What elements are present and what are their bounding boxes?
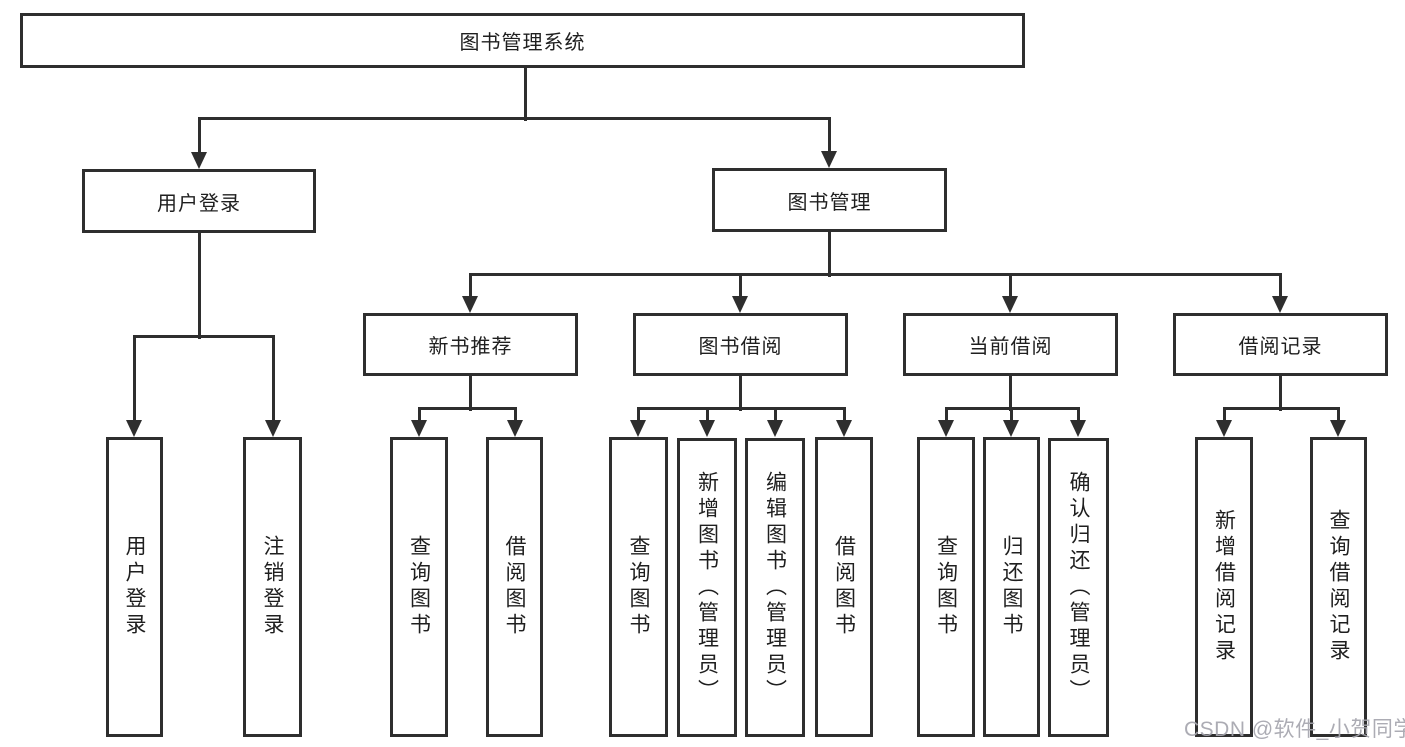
node-book-management: 图书管理 xyxy=(712,168,947,232)
csdn-watermark: CSDN @软件_小贺同学 xyxy=(1184,718,1405,741)
connector-drop xyxy=(1076,408,1080,420)
leaf-label: 借阅图书 xyxy=(832,535,856,639)
connector-drop xyxy=(1278,274,1282,296)
leaf-label: 编辑图书（管理员） xyxy=(763,470,787,705)
connector-drop xyxy=(705,408,709,420)
arrow-down-icon xyxy=(1216,420,1232,437)
connector-drop xyxy=(513,408,517,420)
leaf-confirm-return-admin: 确认归还（管理员） xyxy=(1048,438,1109,737)
arrow-down-icon xyxy=(1002,296,1018,313)
arrow-down-icon xyxy=(126,420,142,437)
leaf-return-books: 归还图书 xyxy=(983,437,1040,737)
connector-bar xyxy=(1222,406,1340,410)
node-label: 图书管理系统 xyxy=(459,32,586,54)
connector-drop xyxy=(1336,408,1340,420)
node-current-borrowing: 当前借阅 xyxy=(903,313,1118,376)
connector-drop xyxy=(1009,408,1013,420)
leaf-label: 新增图书（管理员） xyxy=(695,470,719,705)
connector-drop xyxy=(773,408,777,420)
arrow-down-icon xyxy=(1070,420,1086,437)
leaf-add-borrow-record: 新增借阅记录 xyxy=(1195,437,1253,737)
connector-drop xyxy=(271,336,275,420)
node-book-borrowing: 图书借阅 xyxy=(633,313,848,376)
arrow-down-icon xyxy=(411,420,427,437)
arrow-down-icon xyxy=(732,296,748,313)
leaf-label: 新增借阅记录 xyxy=(1212,509,1236,665)
connector-drop xyxy=(827,118,831,151)
connector-drop xyxy=(197,118,201,152)
arrow-down-icon xyxy=(1330,420,1346,437)
arrow-down-icon xyxy=(630,420,646,437)
leaf-label: 归还图书 xyxy=(1000,535,1023,639)
node-book-management-system: 图书管理系统 xyxy=(20,13,1025,68)
leaf-query-books-current: 查询图书 xyxy=(917,437,975,737)
connector-stem xyxy=(738,376,742,411)
connector-bar xyxy=(417,406,517,410)
connector-stem xyxy=(523,68,527,121)
node-new-book-recommend: 新书推荐 xyxy=(363,313,578,376)
arrow-down-icon xyxy=(699,420,715,437)
leaf-query-borrow-record: 查询借阅记录 xyxy=(1310,437,1367,737)
connector-stem xyxy=(1278,376,1282,411)
arrow-down-icon xyxy=(191,152,207,169)
leaf-label: 注销登录 xyxy=(261,535,284,639)
connector-bar xyxy=(636,406,846,410)
connector-drop xyxy=(132,336,136,420)
node-label: 借阅记录 xyxy=(1238,336,1323,358)
arrow-down-icon xyxy=(767,420,783,437)
leaf-label: 查询图书 xyxy=(934,535,958,639)
leaf-label: 确认归还（管理员） xyxy=(1067,470,1090,705)
connector-stem xyxy=(1008,376,1012,411)
arrow-down-icon xyxy=(265,420,281,437)
arrow-down-icon xyxy=(507,420,523,437)
connector-drop xyxy=(842,408,846,420)
leaf-logout: 注销登录 xyxy=(243,437,302,737)
connector-bar xyxy=(197,116,831,120)
node-label: 图书借阅 xyxy=(698,336,783,358)
leaf-borrow-books-borrowing: 借阅图书 xyxy=(815,437,873,737)
arrow-down-icon xyxy=(938,420,954,437)
node-user-login: 用户登录 xyxy=(82,169,316,233)
connector-drop xyxy=(636,408,640,420)
arrow-down-icon xyxy=(821,151,837,168)
connector-drop xyxy=(738,274,742,296)
arrow-down-icon xyxy=(1003,420,1019,437)
leaf-label: 查询图书 xyxy=(627,535,650,639)
leaf-label: 借阅图书 xyxy=(503,535,526,639)
connector-drop xyxy=(1222,408,1226,420)
leaf-add-books-admin: 新增图书（管理员） xyxy=(677,438,737,737)
leaf-label: 查询图书 xyxy=(407,535,431,639)
leaf-query-books-borrowing: 查询图书 xyxy=(609,437,668,737)
arrow-down-icon xyxy=(462,296,478,313)
leaf-edit-books-admin: 编辑图书（管理员） xyxy=(745,438,805,737)
leaf-label: 用户登录 xyxy=(123,535,146,639)
leaf-borrow-books-recommend: 借阅图书 xyxy=(486,437,543,737)
connector-stem xyxy=(468,376,472,411)
connector-bar xyxy=(468,272,1282,276)
connector-stem xyxy=(197,233,201,339)
node-borrowing-records: 借阅记录 xyxy=(1173,313,1388,376)
arrow-down-icon xyxy=(836,420,852,437)
leaf-label: 查询借阅记录 xyxy=(1327,509,1350,665)
node-label: 图书管理 xyxy=(787,191,872,214)
node-label: 当前借阅 xyxy=(968,336,1053,358)
node-label: 新书推荐 xyxy=(428,336,513,358)
node-label: 用户登录 xyxy=(157,192,241,215)
arrow-down-icon xyxy=(1272,296,1288,313)
leaf-query-books-recommend: 查询图书 xyxy=(390,437,448,737)
connector-drop xyxy=(468,274,472,296)
connector-drop xyxy=(1008,274,1012,296)
connector-stem xyxy=(827,232,831,277)
connector-drop xyxy=(417,408,421,420)
leaf-user-login: 用户登录 xyxy=(106,437,163,737)
connector-drop xyxy=(944,408,948,420)
connector-bar xyxy=(132,334,275,338)
